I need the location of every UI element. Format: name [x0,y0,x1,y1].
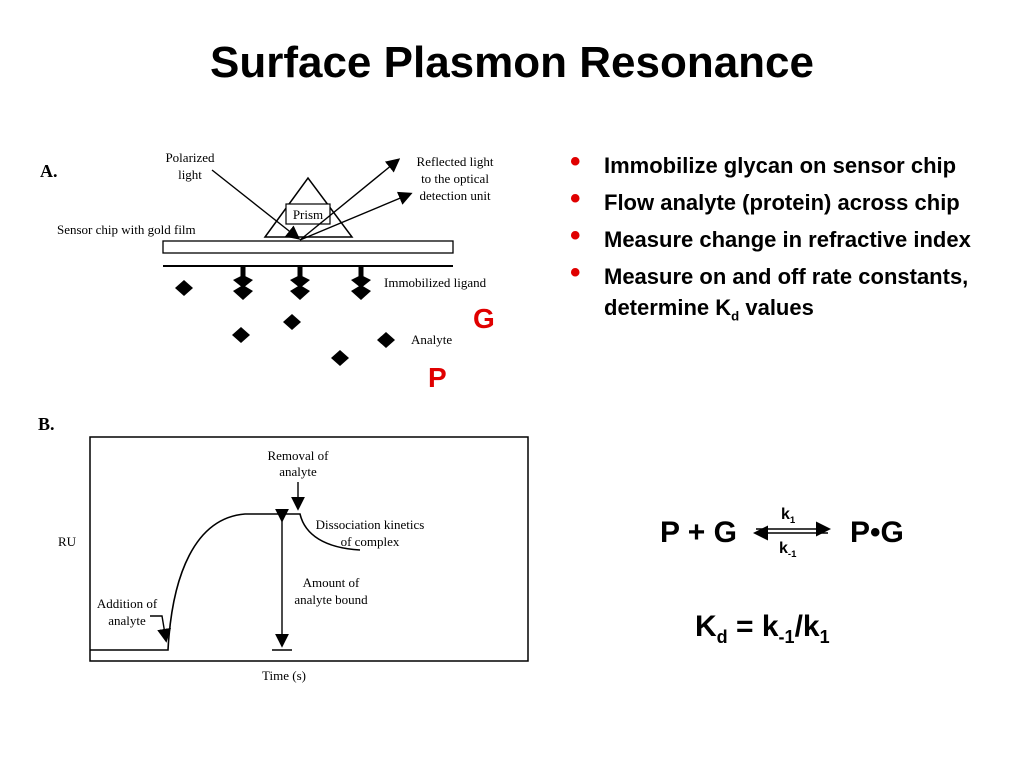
addition-label-1: Addition of [97,596,158,611]
sensorgram-curve [90,513,361,651]
dissociation-label-2: of complex [341,534,400,549]
removal-label-1: Removal of [267,448,329,463]
p-label: P [428,362,447,393]
prism-label-box [285,203,331,225]
immobilized-ligand-label: Immobilized ligand [384,275,487,290]
polarized-light-label-1: Polarized [165,150,215,165]
analyte-label: Analyte [411,332,452,347]
reflected-light-label-2: to the optical [421,171,489,186]
reflected-light-ray-2 [299,191,413,241]
analyte-5 [331,350,349,366]
addition-arrow [150,615,172,643]
y-axis-label: RU [58,534,77,549]
amount-label-1: Amount of [303,575,360,590]
bullet-item: •Measure on and off rate constants, dete… [570,256,969,324]
ligand-1 [233,266,253,300]
analyte-1 [175,280,193,296]
reflected-light-label-1: Reflected light [417,154,494,169]
prism-label: Prism [293,207,323,222]
k-forward-label: k1 [781,506,796,527]
sensorgram-frame [89,436,529,662]
reflected-light-ray-1 [299,158,401,241]
ligand-3 [351,266,371,300]
bullet-dot-icon: • [570,182,581,215]
reflected-light-label-3: detection unit [419,188,491,203]
bullet-item: •Measure change in refractive index [570,219,971,252]
g-label: G [473,303,495,334]
x-axis-label: Time (s) [262,668,306,683]
amount-label-2: analyte bound [294,592,368,607]
polarized-light-label-2: light [178,167,202,182]
sensor-chip-label: Sensor chip with gold film [57,222,196,237]
analyte-2 [283,314,301,330]
sensor-chip [162,240,454,254]
k-reverse-label: k-1 [779,540,797,561]
analyte-3 [232,327,250,343]
equation-left: P + G [660,516,737,549]
bullet-dot-icon: • [570,219,581,252]
bullet-dot-icon: • [570,256,581,289]
bullet-list: •Immobilize glycan on sensor chip •Flow … [570,145,990,337]
page-title: Surface Plasmon Resonance [209,38,814,87]
bullet-item: •Flow analyte (protein) across chip [570,182,960,215]
equation-right: P•G [850,516,904,549]
polarized-light-ray [211,169,301,240]
ligand-2 [290,266,310,300]
dissociation-label-1: Dissociation kinetics [316,517,425,532]
removal-label-2: analyte [279,464,317,479]
kd-equation: Kd = k-1/k1 [695,610,830,647]
bullet-item: •Immobilize glycan on sensor chip [570,145,957,178]
panel-b-label: B. [38,414,55,434]
bullet-dot-icon: • [570,145,581,178]
analyte-4 [377,332,395,348]
panel-a-label: A. [40,161,58,181]
addition-label-2: analyte [108,613,146,628]
